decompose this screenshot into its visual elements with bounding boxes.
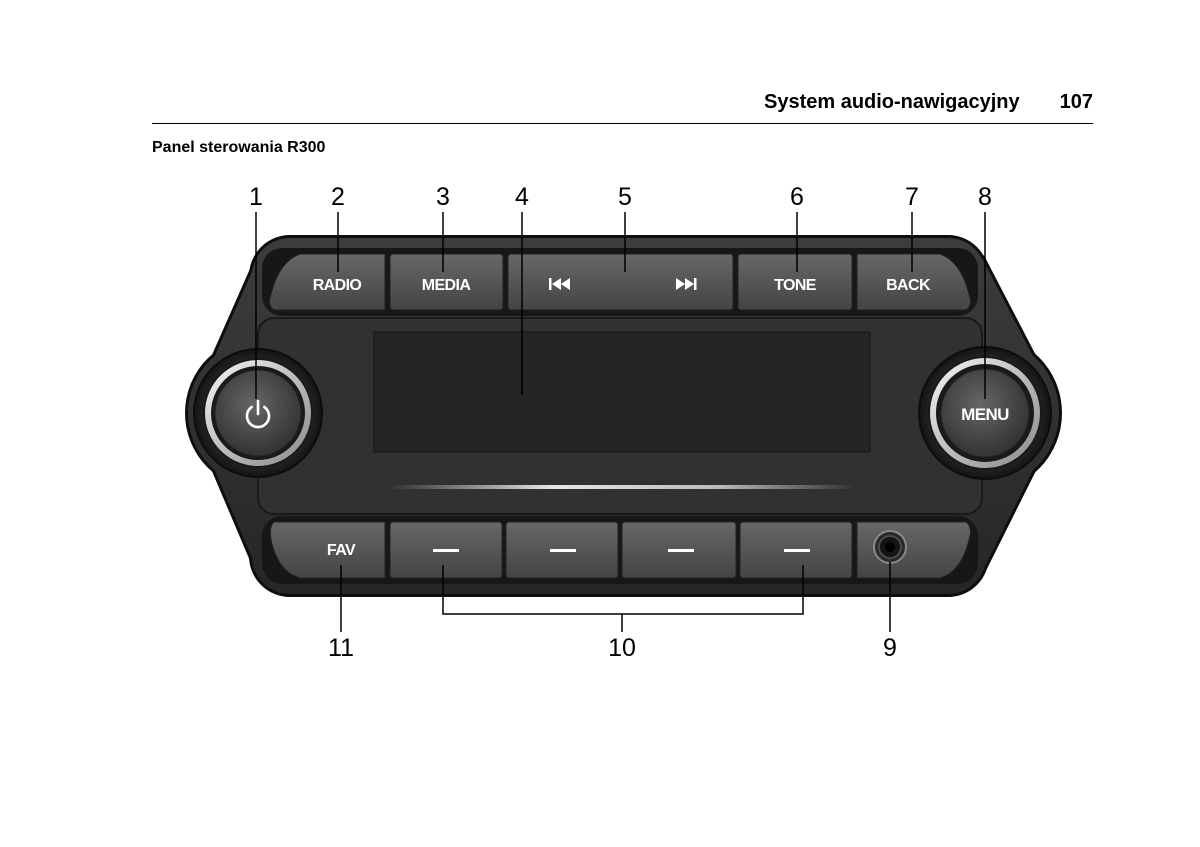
callout-2: 2 [331, 183, 345, 211]
display-screen [373, 331, 871, 453]
power-knob [193, 348, 323, 478]
callout-9: 9 [883, 634, 897, 662]
callout-6: 6 [790, 183, 804, 211]
menu-knob-label: MENU [961, 405, 1009, 424]
aux-jack-icon [873, 530, 907, 564]
dash-icon [550, 549, 576, 552]
radio-button-label: RADIO [313, 277, 362, 294]
page-number: 107 [1059, 91, 1093, 113]
back-button [856, 253, 971, 311]
callout-4: 4 [515, 183, 529, 211]
callout-11: 11 [328, 634, 354, 662]
tone-button-label: TONE [774, 277, 817, 294]
media-button [389, 253, 504, 311]
callout-7: 7 [905, 183, 919, 211]
tone-button [737, 253, 853, 311]
callout-3: 3 [436, 183, 450, 211]
menu-knob: MENU [918, 346, 1052, 480]
display-reflection-strip [388, 485, 858, 489]
callout-5: 5 [618, 183, 632, 211]
callout-numbers: 1 2 3 4 5 6 7 8 11 10 9 [249, 183, 992, 662]
callout-lines [255, 212, 986, 632]
next-track-icon [676, 278, 697, 290]
top-button-row: RADIO MEDIA TONE BACK [269, 253, 971, 311]
fav-button [269, 521, 386, 579]
power-icon [245, 399, 271, 429]
page-header: System audio-nawigacyjny 107 [764, 92, 1093, 112]
fav-button-label: FAV [327, 542, 356, 559]
media-button-label: MEDIA [422, 277, 472, 294]
dash-icon [433, 549, 459, 552]
radio-button [269, 253, 386, 311]
callout-8: 8 [978, 183, 992, 211]
callout-1: 1 [249, 183, 263, 211]
callout-bracket-10 [442, 565, 804, 632]
back-button-label: BACK [886, 277, 931, 294]
section-title: System audio-nawigacyjny [763, 91, 1020, 113]
seek-rocker-button [507, 253, 734, 311]
header-rule [152, 123, 1093, 124]
dash-icon [784, 549, 810, 552]
dash-icon [668, 549, 694, 552]
bottom-button-row: FAV [269, 521, 971, 579]
previous-track-icon [549, 278, 570, 290]
figure-caption: Panel sterowania R300 [152, 139, 326, 156]
callout-10: 10 [608, 634, 636, 662]
